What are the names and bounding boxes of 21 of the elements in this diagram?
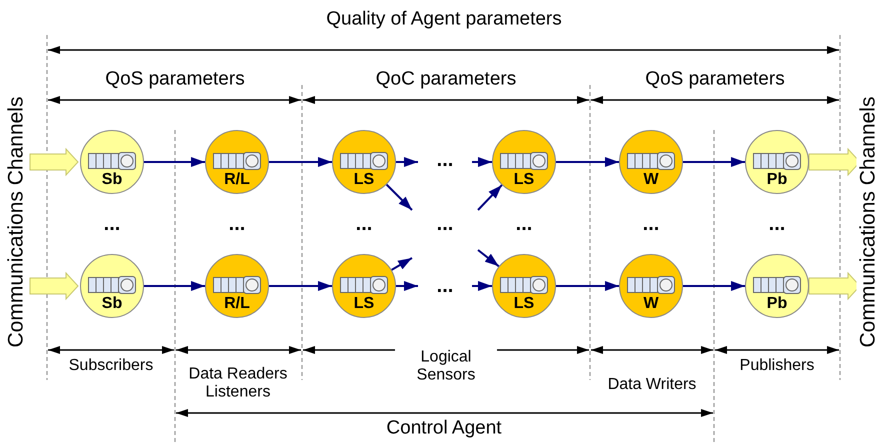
ellipsis: ... [642, 213, 660, 235]
node-label: LS [514, 172, 534, 188]
ellipsis: ... [354, 213, 374, 235]
node-label: LS [354, 296, 374, 312]
node-label: LS [514, 296, 534, 312]
node-label: LS [354, 172, 374, 188]
node-label: R/L [224, 172, 250, 188]
ellipsis: ... [436, 213, 454, 235]
node-label: W [643, 296, 659, 312]
node-label: W [643, 172, 659, 188]
node-label: Pb [766, 172, 788, 188]
ellipsis: ... [436, 275, 454, 297]
ellipsis: ... [436, 149, 454, 171]
ellipsis: ... [228, 213, 246, 235]
node-label: R/L [224, 296, 250, 312]
ellipsis: ... [102, 213, 122, 235]
node-label: Sb [102, 172, 122, 188]
ellipsis: ... [514, 213, 534, 235]
node-label: Pb [766, 296, 788, 312]
node-label: Sb [102, 296, 122, 312]
ellipsis: ... [768, 213, 786, 235]
